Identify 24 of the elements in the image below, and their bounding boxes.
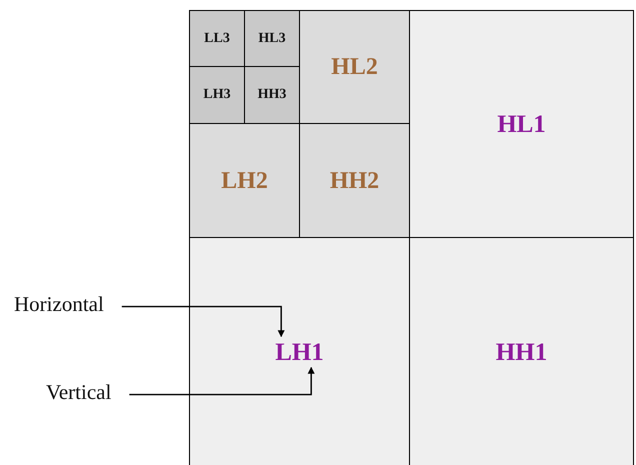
subband-label: LH3 [203, 88, 231, 102]
subband-box [244, 66, 300, 124]
subband-label: HL2 [331, 55, 378, 79]
subband-label: HL1 [497, 112, 546, 136]
subband-label: HH2 [330, 168, 380, 192]
subband-box [299, 123, 410, 238]
subband-label: HL3 [258, 32, 286, 46]
arrow [129, 366, 315, 396]
direction-label: Horizontal [14, 292, 104, 318]
subband-label: LH2 [221, 168, 268, 192]
subband-box [299, 10, 410, 124]
subband-label: HH3 [258, 88, 286, 102]
subband-box [189, 237, 410, 465]
subband-box [409, 237, 634, 465]
subband-box [244, 10, 300, 67]
subband-label: LH1 [275, 340, 324, 364]
arrow [122, 306, 285, 338]
direction-label: Vertical [46, 380, 112, 406]
subband-box [409, 10, 634, 238]
subband-box [189, 123, 300, 238]
subband-label: LL3 [204, 32, 230, 46]
subband-label: HH1 [496, 340, 548, 364]
subband-box [189, 10, 245, 67]
subband-box [189, 66, 245, 124]
